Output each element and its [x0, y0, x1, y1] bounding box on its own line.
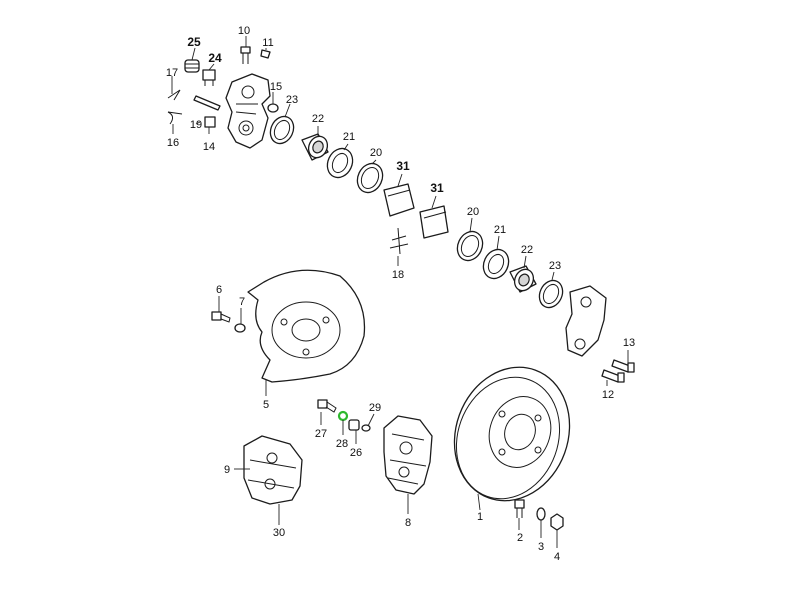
callout-27: 27 [315, 428, 327, 440]
o-ring-28[interactable] [337, 410, 349, 422]
callout-20-lower: 20 [467, 206, 479, 218]
bolt-13[interactable] [611, 359, 635, 373]
leader-lines [171, 36, 629, 548]
spring-17[interactable] [167, 89, 181, 101]
seal-23-upper[interactable] [266, 113, 298, 148]
brake-shield-5[interactable] [247, 269, 366, 383]
callout-15: 15 [270, 81, 282, 93]
caliper-half-right[interactable] [565, 285, 607, 357]
callout-13: 13 [623, 337, 635, 349]
seal-23-lower[interactable] [535, 277, 567, 312]
brake-pad-31-right[interactable] [419, 205, 449, 239]
bolt-2[interactable] [514, 499, 525, 518]
callout-4: 4 [554, 551, 560, 563]
bolt-10[interactable] [240, 46, 251, 64]
callout-30: 30 [273, 527, 285, 539]
callout-1: 1 [477, 511, 483, 523]
brake-pad-31-left[interactable] [383, 183, 415, 217]
bearing-22-lower[interactable] [509, 265, 537, 294]
callout-3: 3 [538, 541, 544, 553]
bolt-6[interactable] [211, 311, 231, 323]
callout-22-upper: 22 [312, 113, 324, 125]
rear-caliper-30[interactable] [243, 435, 303, 505]
spreader-spring-18[interactable] [389, 227, 409, 255]
ring-21-upper[interactable] [323, 144, 357, 181]
pin-19[interactable] [193, 95, 221, 111]
ring-20-lower[interactable] [453, 227, 487, 264]
bolt-12[interactable] [601, 369, 625, 383]
callout-26: 26 [350, 447, 362, 459]
brake-caliper-8[interactable] [383, 415, 433, 495]
callout-25: 25 [187, 35, 201, 49]
plug-26[interactable] [348, 419, 360, 431]
callout-9: 9 [224, 464, 230, 476]
bearing-22-upper[interactable] [301, 133, 331, 161]
callout-8: 8 [405, 517, 411, 529]
callout-11: 11 [262, 37, 273, 49]
callout-22-lower: 22 [521, 244, 533, 256]
nut-14[interactable] [204, 116, 216, 128]
callout-labels: 10 11 25 24 17 15 23 22 21 20 31 31 19 1… [166, 25, 635, 563]
callout-29: 29 [369, 402, 381, 414]
rear-caliper-upper[interactable] [225, 73, 271, 149]
callout-21-lower: 21 [494, 224, 506, 236]
bolt-27[interactable] [317, 399, 337, 413]
callout-21-upper: 21 [343, 131, 355, 143]
washer-3[interactable] [536, 507, 546, 521]
callout-20-upper: 20 [370, 147, 382, 159]
dust-cap-25[interactable] [184, 59, 200, 73]
clip-16[interactable] [167, 111, 183, 125]
callout-31-left: 31 [396, 159, 410, 173]
callout-2: 2 [517, 532, 523, 544]
callout-23-upper: 23 [286, 94, 298, 106]
callout-19: 19 [190, 119, 202, 131]
washer-7[interactable] [234, 323, 246, 333]
callout-18: 18 [392, 269, 404, 281]
washer-11[interactable] [260, 49, 271, 59]
callout-10: 10 [238, 25, 250, 37]
callout-17: 17 [166, 67, 178, 79]
ring-21-lower[interactable] [479, 245, 513, 282]
washer-29[interactable] [361, 424, 371, 432]
washer-15[interactable] [267, 103, 279, 113]
callout-23-lower: 23 [549, 260, 561, 272]
callout-31-right: 31 [430, 181, 444, 195]
callout-7: 7 [239, 296, 245, 308]
bleeder-24[interactable] [202, 69, 216, 86]
brake-disc-1[interactable] [436, 351, 588, 517]
callout-6: 6 [216, 284, 222, 296]
callout-24: 24 [208, 51, 222, 65]
callout-5: 5 [263, 399, 269, 411]
callout-28: 28 [336, 438, 348, 450]
callout-12: 12 [602, 389, 614, 401]
ring-20-upper[interactable] [353, 159, 387, 196]
callout-16: 16 [167, 137, 179, 149]
nut-4[interactable] [550, 513, 564, 531]
callout-14: 14 [203, 141, 215, 153]
